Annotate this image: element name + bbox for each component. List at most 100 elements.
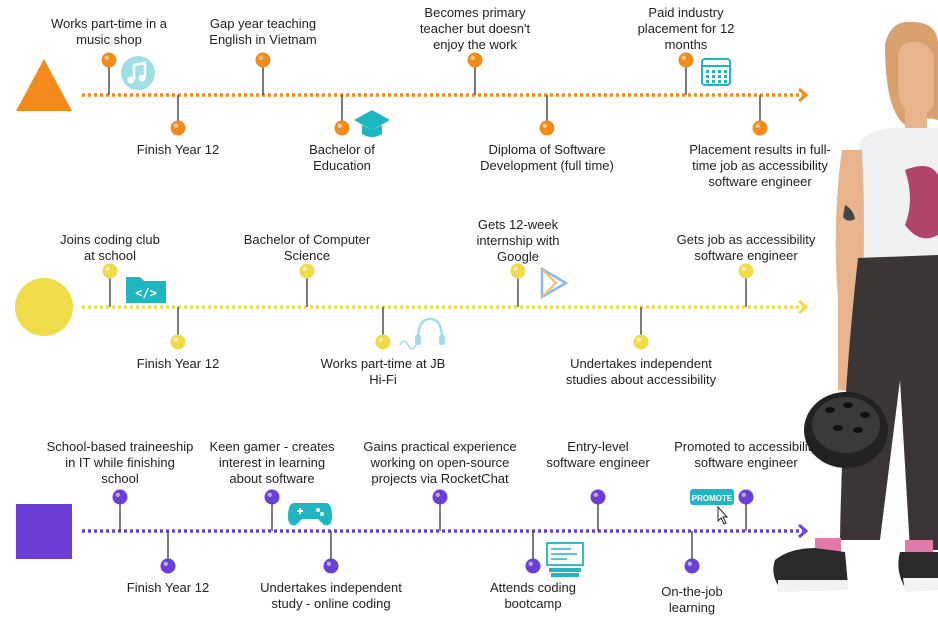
event-pin (738, 263, 754, 307)
calendar-cell (706, 80, 709, 83)
pin-head (684, 558, 700, 574)
code-folder-icon: </> (126, 277, 166, 303)
shirt-print (905, 166, 938, 239)
event-pin (684, 531, 700, 574)
pin-highlight (104, 55, 110, 60)
pin-highlight (326, 561, 331, 566)
calendar-cell (718, 70, 721, 73)
pin-head (738, 263, 754, 279)
pin-highlight (687, 561, 692, 566)
event-pin (510, 263, 526, 307)
calendar-cell (718, 80, 721, 83)
pin-head (738, 489, 754, 505)
pin-highlight (681, 55, 686, 60)
graduation-cap-icon (354, 110, 390, 137)
event-pin (590, 489, 606, 531)
pin-highlight (105, 266, 111, 271)
calendar-cell (724, 70, 727, 73)
shoe-sole (903, 578, 938, 592)
pin-highlight (470, 55, 475, 60)
event-pin (539, 95, 555, 136)
event-pin (255, 52, 271, 95)
music-note-icon (121, 56, 155, 90)
event-label-above: Becomes primary teacher but doesn't enjo… (419, 5, 531, 52)
tattoo (843, 205, 855, 221)
triangle-marker (16, 59, 72, 111)
pants (840, 255, 938, 550)
event-pin (738, 489, 754, 531)
calendar-icon (701, 58, 731, 86)
event-label-below: Works part-time at JB Hi-Fi (320, 356, 446, 387)
timeline-arrowhead (798, 299, 809, 315)
face (898, 41, 934, 117)
pin-head (678, 52, 694, 68)
neck (905, 110, 927, 132)
google-play-icon (540, 266, 569, 300)
screen (546, 542, 584, 566)
pin-head (170, 334, 186, 350)
pin-head (299, 263, 315, 279)
event-pin (467, 52, 483, 95)
event-label-below: Placement results in full-time job as ac… (689, 142, 831, 189)
event-label-below: Undertakes independent studies about acc… (565, 356, 717, 387)
note-head (127, 76, 135, 84)
event-label-above: Works part-time in a music shop (50, 16, 168, 47)
pin-highlight (115, 492, 121, 497)
event-pin (299, 263, 315, 307)
pin-highlight (267, 492, 272, 497)
event-label-below: Finish Year 12 (136, 142, 220, 157)
event-label-above: Gap year teaching English in Vietnam (209, 16, 317, 47)
event-label-above: Bachelor of Computer Science (243, 232, 371, 263)
event-pin (633, 307, 649, 350)
play-inner (541, 268, 558, 298)
game-controller-icon (288, 503, 332, 526)
event-label-above: Entry-level software engineer (546, 439, 650, 470)
code-glyph: </> (135, 286, 157, 300)
pin-head (375, 334, 391, 350)
pin-highlight (302, 266, 307, 271)
calendar-cell (706, 75, 709, 78)
book (551, 573, 579, 577)
coding-bootcamp-icon (546, 542, 584, 577)
pin-head (510, 263, 526, 279)
event-pin (160, 531, 176, 574)
pin-head (334, 120, 350, 136)
ear-left (415, 335, 421, 345)
circle-marker (15, 278, 73, 336)
helmet-vent (853, 427, 863, 433)
pin-highlight (258, 55, 263, 60)
event-pin (375, 307, 391, 350)
event-label-above: Promoted to accessibility software engin… (674, 439, 818, 470)
calendar-cell (706, 70, 709, 73)
event-label-below: Attends coding bootcamp (489, 580, 576, 611)
promote-button (690, 489, 734, 505)
calendar-cell (724, 75, 727, 78)
pin-head (264, 489, 280, 505)
calendar-cell (718, 75, 721, 78)
pin-highlight (755, 123, 760, 128)
pin-head (525, 558, 541, 574)
pin-head (160, 558, 176, 574)
pin-highlight (337, 123, 342, 128)
illustrated-person (773, 21, 938, 592)
calendar-body (701, 58, 731, 86)
event-label-below: Finish Year 12 (126, 580, 210, 595)
cap-base (362, 125, 382, 137)
pin-highlight (528, 561, 533, 566)
event-pin (264, 489, 280, 531)
folder (126, 277, 166, 303)
band (416, 317, 444, 340)
calendar-cell (712, 70, 715, 73)
event-pin (170, 95, 186, 136)
event-pin (334, 95, 350, 136)
headphones-icon (399, 317, 445, 350)
sock (815, 538, 841, 552)
note-stem (132, 61, 147, 80)
pin-highlight (163, 561, 168, 566)
pin-highlight (741, 266, 746, 271)
pin-highlight (593, 492, 598, 497)
pin-head (112, 489, 128, 505)
button-b (320, 512, 324, 516)
event-label-above: Gets 12-week internship with Google (476, 217, 560, 264)
event-pin (101, 52, 117, 95)
